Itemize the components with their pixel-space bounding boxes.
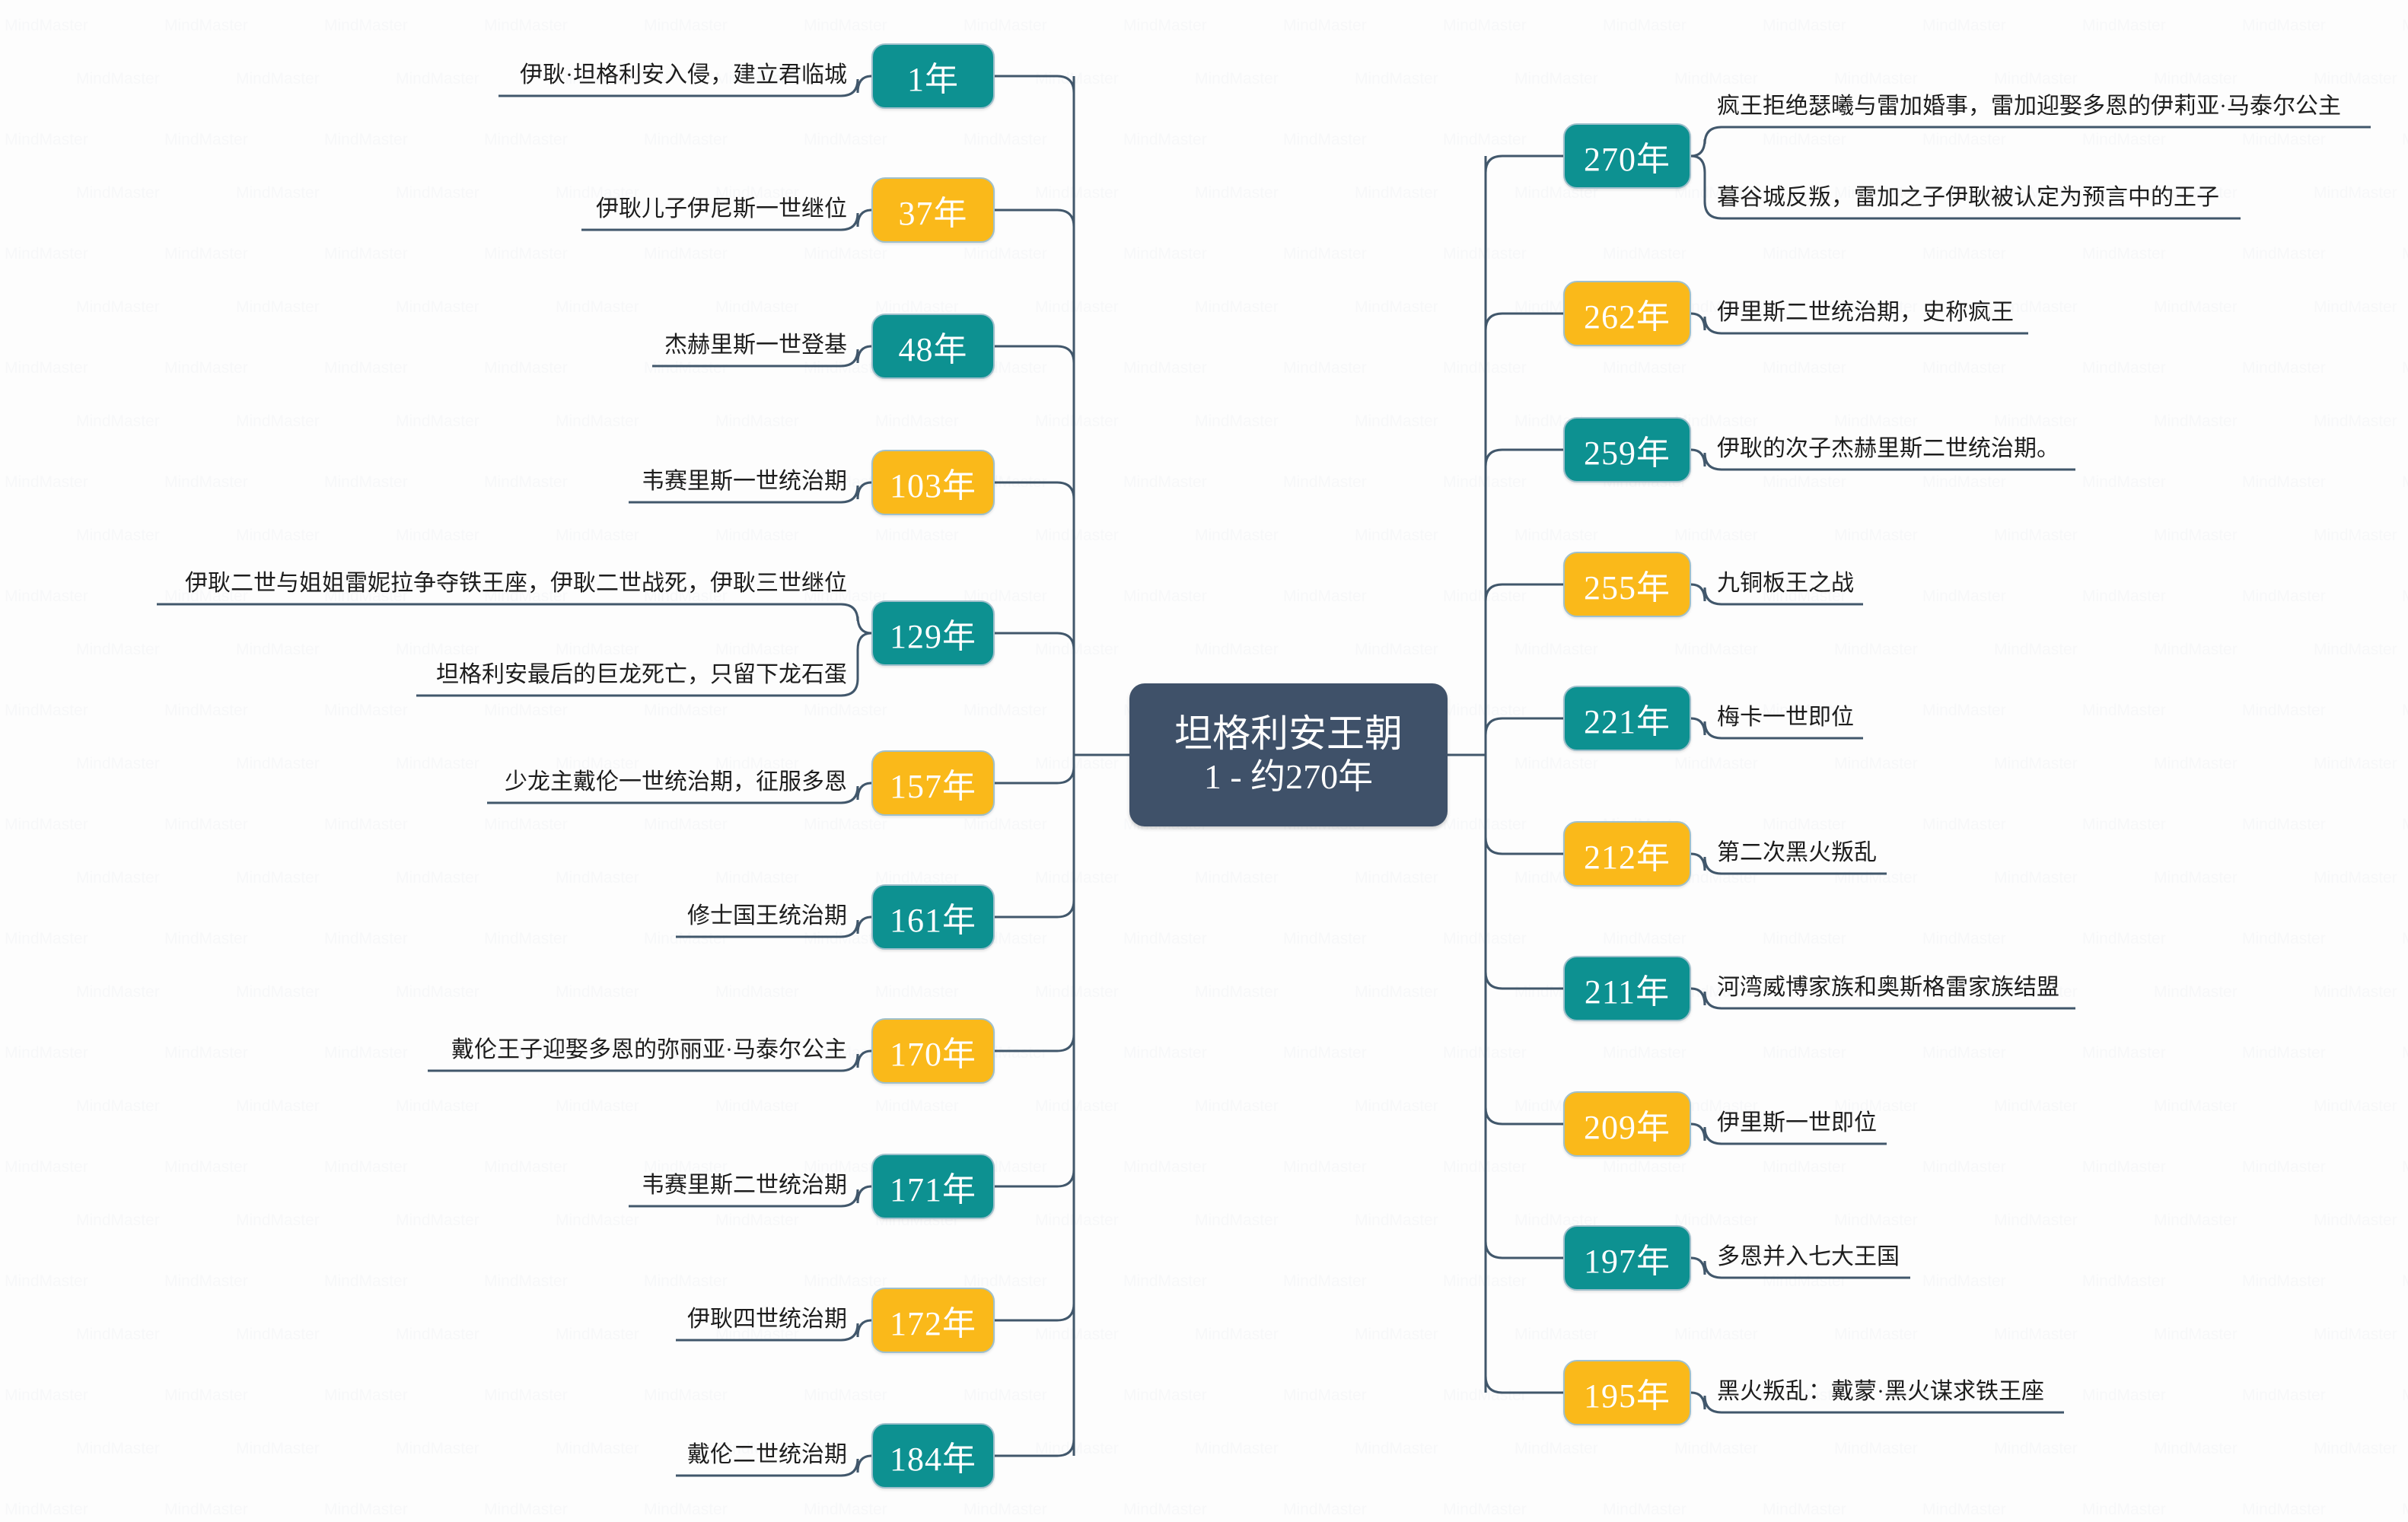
node-year-label: 103年 <box>890 467 976 505</box>
left-label-1年-1[interactable]: 伊耿·坦格利安入侵，建立君临城 <box>520 62 847 88</box>
node-year-label: 197年 <box>1584 1243 1671 1280</box>
left-label-170年-1[interactable]: 戴伦王子迎娶多恩的弥丽亚·马泰尔公主 <box>451 1037 847 1062</box>
left-node-171年[interactable]: 171年 <box>871 1154 995 1219</box>
right-label-270年-1[interactable]: 疯王拒绝瑟曦与雷加婚事，雷加迎娶多恩的伊莉亚·马泰尔公主 <box>1717 94 2341 119</box>
left-label-157年-1[interactable]: 少龙主戴伦一世统治期，征服多恩 <box>505 769 847 794</box>
left-label-184年-1[interactable]: 戴伦二世统治期 <box>687 1442 847 1467</box>
left-label-48年-1[interactable]: 杰赫里斯一世登基 <box>664 333 847 358</box>
node-year-label: 171年 <box>890 1171 976 1208</box>
right-label-255年-1[interactable]: 九铜板王之战 <box>1717 571 1854 596</box>
node-year-label: 129年 <box>890 618 976 655</box>
right-label-221年-1[interactable]: 梅卡一世即位 <box>1717 705 1854 730</box>
right-node-262年[interactable]: 262年 <box>1563 281 1691 346</box>
left-node-161年[interactable]: 161年 <box>871 884 995 950</box>
left-label-171年-1[interactable]: 韦赛里斯二世统治期 <box>642 1173 847 1198</box>
left-label-103年-1[interactable]: 韦赛里斯一世统治期 <box>642 469 847 494</box>
left-node-184年[interactable]: 184年 <box>871 1423 995 1489</box>
center-node-title: 坦格利安王朝 <box>1174 712 1403 756</box>
node-year-label: 170年 <box>890 1036 976 1073</box>
left-node-37年[interactable]: 37年 <box>871 177 995 243</box>
right-node-259年[interactable]: 259年 <box>1563 417 1691 482</box>
left-node-48年[interactable]: 48年 <box>871 314 995 379</box>
left-node-103年[interactable]: 103年 <box>871 450 995 515</box>
node-year-label: 195年 <box>1584 1377 1671 1415</box>
node-year-label: 255年 <box>1584 569 1671 607</box>
center-node[interactable]: 坦格利安王朝 1 - 约270年 <box>1129 683 1448 826</box>
node-year-label: 221年 <box>1584 703 1671 740</box>
left-node-129年[interactable]: 129年 <box>871 600 995 666</box>
node-year-label: 48年 <box>898 331 968 368</box>
left-label-129年-1[interactable]: 伊耿二世与姐姐雷妮拉争夺铁王座，伊耿二世战死，伊耿三世继位 <box>185 571 847 596</box>
right-node-211年[interactable]: 211年 <box>1563 956 1691 1021</box>
right-label-197年-1[interactable]: 多恩并入七大王国 <box>1717 1244 1900 1269</box>
right-node-212年[interactable]: 212年 <box>1563 821 1691 887</box>
node-year-label: 209年 <box>1584 1109 1671 1146</box>
right-label-262年-1[interactable]: 伊里斯二世统治期，史称疯王 <box>1717 300 2014 325</box>
node-year-label: 259年 <box>1584 435 1671 472</box>
right-node-197年[interactable]: 197年 <box>1563 1225 1691 1291</box>
node-year-label: 212年 <box>1584 839 1671 876</box>
node-year-label: 1年 <box>907 61 959 98</box>
right-node-195年[interactable]: 195年 <box>1563 1360 1691 1425</box>
right-label-212年-1[interactable]: 第二次黑火叛乱 <box>1717 840 1877 865</box>
node-year-label: 211年 <box>1584 973 1671 1011</box>
node-year-label: 262年 <box>1584 298 1671 336</box>
right-node-221年[interactable]: 221年 <box>1563 686 1691 751</box>
right-label-270年-2[interactable]: 暮谷城反叛，雷加之子伊耿被认定为预言中的王子 <box>1717 185 2219 210</box>
left-node-170年[interactable]: 170年 <box>871 1018 995 1084</box>
center-node-subtitle: 1 - 约270年 <box>1203 757 1374 797</box>
right-node-209年[interactable]: 209年 <box>1563 1091 1691 1157</box>
node-year-label: 172年 <box>890 1305 976 1342</box>
node-year-label: 161年 <box>890 902 976 939</box>
node-year-label: 270年 <box>1584 141 1671 178</box>
left-node-157年[interactable]: 157年 <box>871 750 995 816</box>
left-node-1年[interactable]: 1年 <box>871 43 995 109</box>
right-node-255年[interactable]: 255年 <box>1563 552 1691 617</box>
node-year-label: 157年 <box>890 768 976 805</box>
left-label-161年-1[interactable]: 修士国王统治期 <box>687 903 847 928</box>
left-node-172年[interactable]: 172年 <box>871 1288 995 1353</box>
right-label-195年-1[interactable]: 黑火叛乱：戴蒙·黑火谋求铁王座 <box>1717 1379 2044 1404</box>
node-year-label: 37年 <box>898 195 968 232</box>
left-label-172年-1[interactable]: 伊耿四世统治期 <box>687 1307 847 1332</box>
right-node-270年[interactable]: 270年 <box>1563 123 1691 189</box>
node-year-label: 184年 <box>890 1441 976 1478</box>
right-label-211年-1[interactable]: 河湾威博家族和奥斯格雷家族结盟 <box>1717 975 2059 1000</box>
left-label-37年-1[interactable]: 伊耿儿子伊尼斯一世继位 <box>596 196 847 221</box>
left-label-129年-2[interactable]: 坦格利安最后的巨龙死亡，只留下龙石蛋 <box>436 662 847 687</box>
right-label-209年-1[interactable]: 伊里斯一世即位 <box>1717 1110 1877 1135</box>
right-label-259年-1[interactable]: 伊耿的次子杰赫里斯二世统治期。 <box>1717 436 2059 461</box>
